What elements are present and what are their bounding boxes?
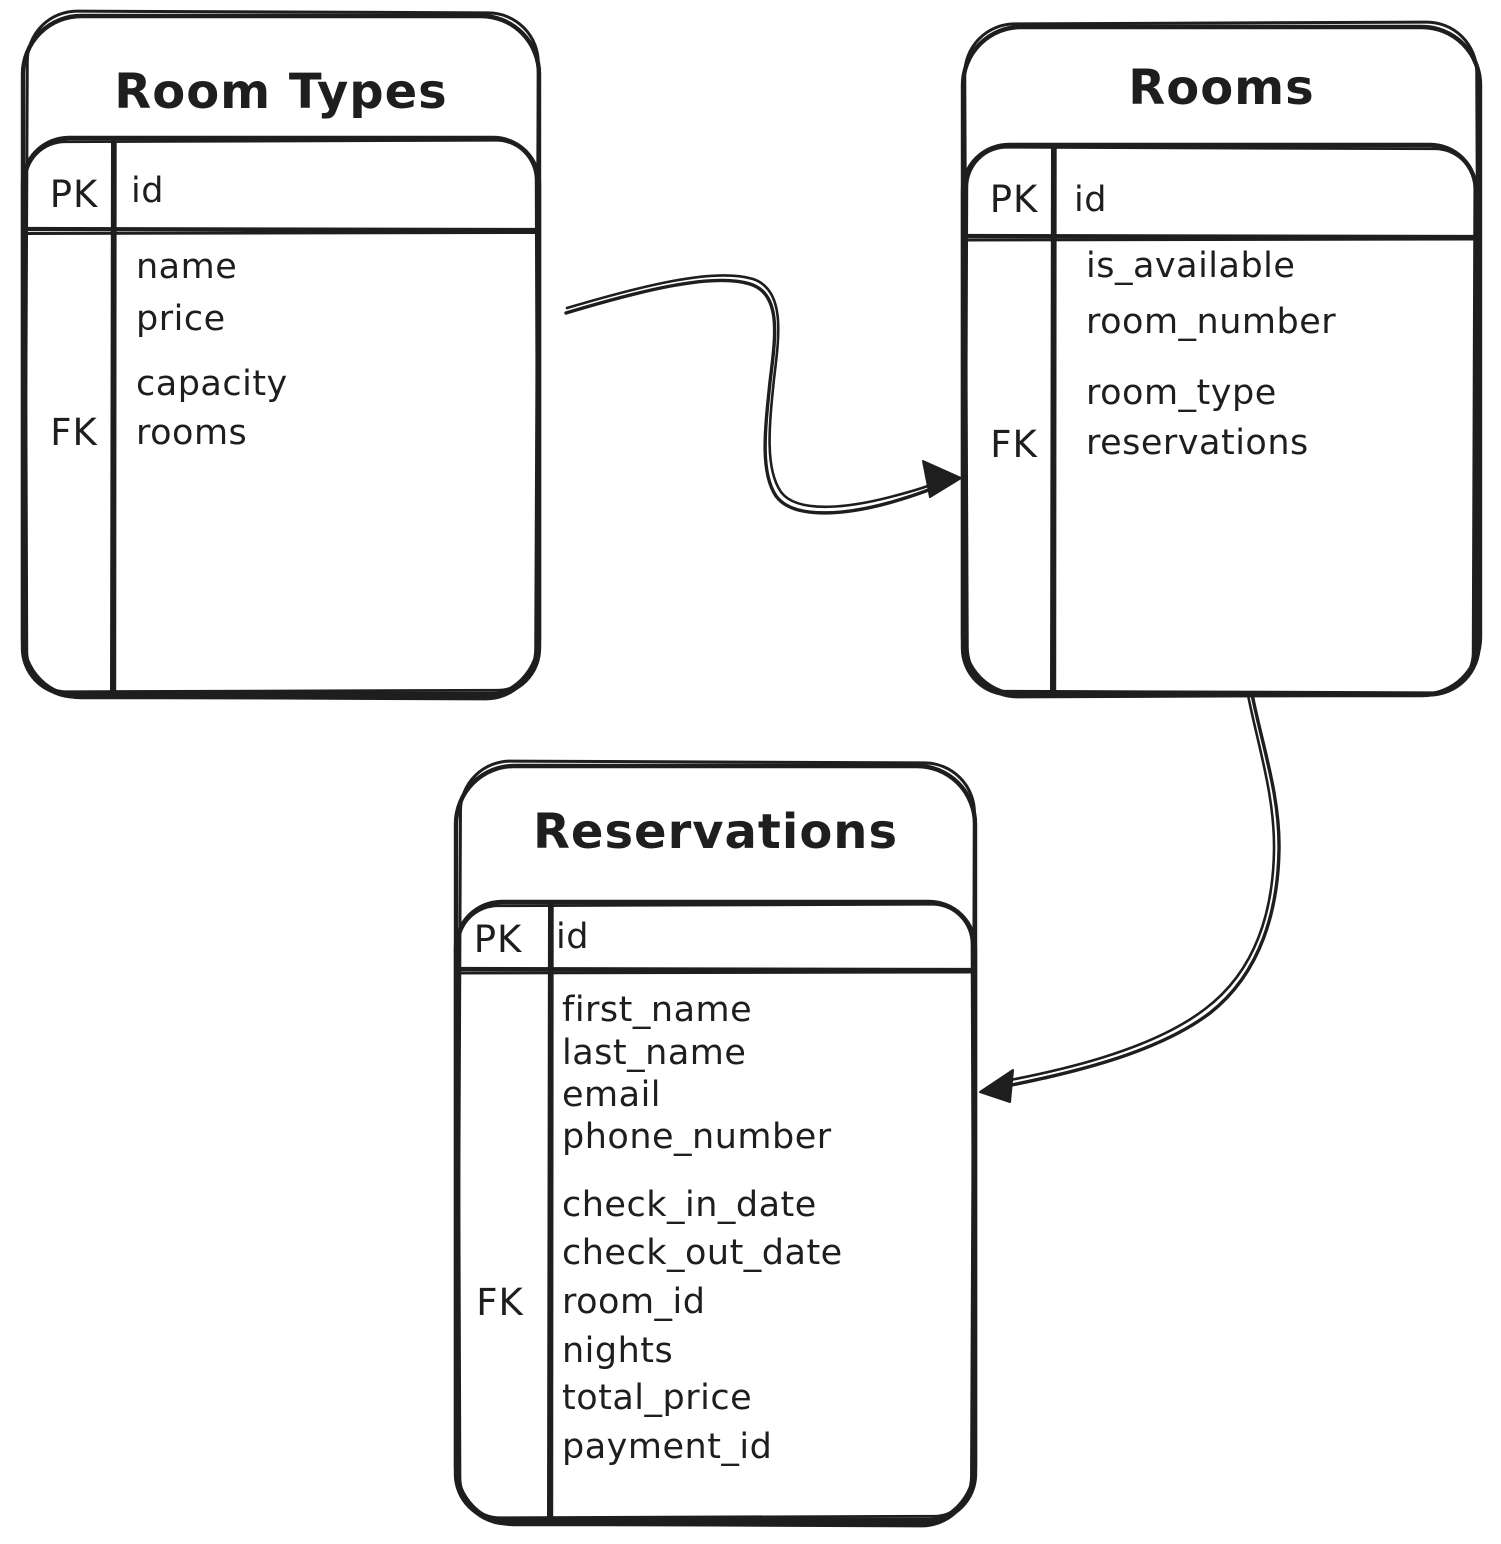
arrowhead <box>979 1069 1014 1103</box>
fk-badge: FK <box>476 1281 524 1324</box>
entity-room-types-frame <box>20 9 542 701</box>
field-label: name <box>136 247 238 287</box>
arrowhead <box>922 460 962 498</box>
field-label: is_available <box>1086 246 1296 286</box>
field-label: nights <box>562 1331 674 1371</box>
fk-badge: FK <box>990 423 1038 466</box>
entity-rooms-frame <box>960 20 1483 699</box>
field-label: capacity <box>136 364 288 404</box>
fk-badge: FK <box>50 411 98 454</box>
pk-field-label: id <box>1074 180 1107 220</box>
field-label: total_price <box>562 1378 753 1418</box>
field-label: phone_number <box>562 1117 832 1157</box>
field-label: check_in_date <box>562 1185 817 1225</box>
entity-reservations-frame <box>453 759 978 1528</box>
field-label: check_out_date <box>562 1233 843 1273</box>
entity-title-rooms: Rooms <box>1128 60 1315 116</box>
relationship-rooms-to-reservations-arrow <box>979 692 1281 1103</box>
pk-field-label: id <box>556 917 589 957</box>
field-label: room_type <box>1086 373 1277 413</box>
field-label: room_number <box>1086 302 1337 342</box>
field-label: last_name <box>562 1033 747 1073</box>
entity-title-room-types: Room Types <box>114 64 448 120</box>
relationship-room-types-to-rooms-arrow <box>564 274 962 515</box>
pk-field-label: id <box>131 171 164 211</box>
field-label: reservations <box>1086 423 1309 463</box>
field-label: first_name <box>562 990 753 1030</box>
field-label: email <box>562 1075 662 1115</box>
field-label: payment_id <box>562 1427 773 1467</box>
pk-badge: PK <box>473 918 523 961</box>
pk-badge: PK <box>49 173 99 216</box>
field-label: rooms <box>136 413 248 453</box>
entity-title-reservations: Reservations <box>532 804 899 860</box>
field-label: price <box>136 299 226 339</box>
field-label: room_id <box>562 1282 706 1322</box>
pk-badge: PK <box>989 178 1039 221</box>
